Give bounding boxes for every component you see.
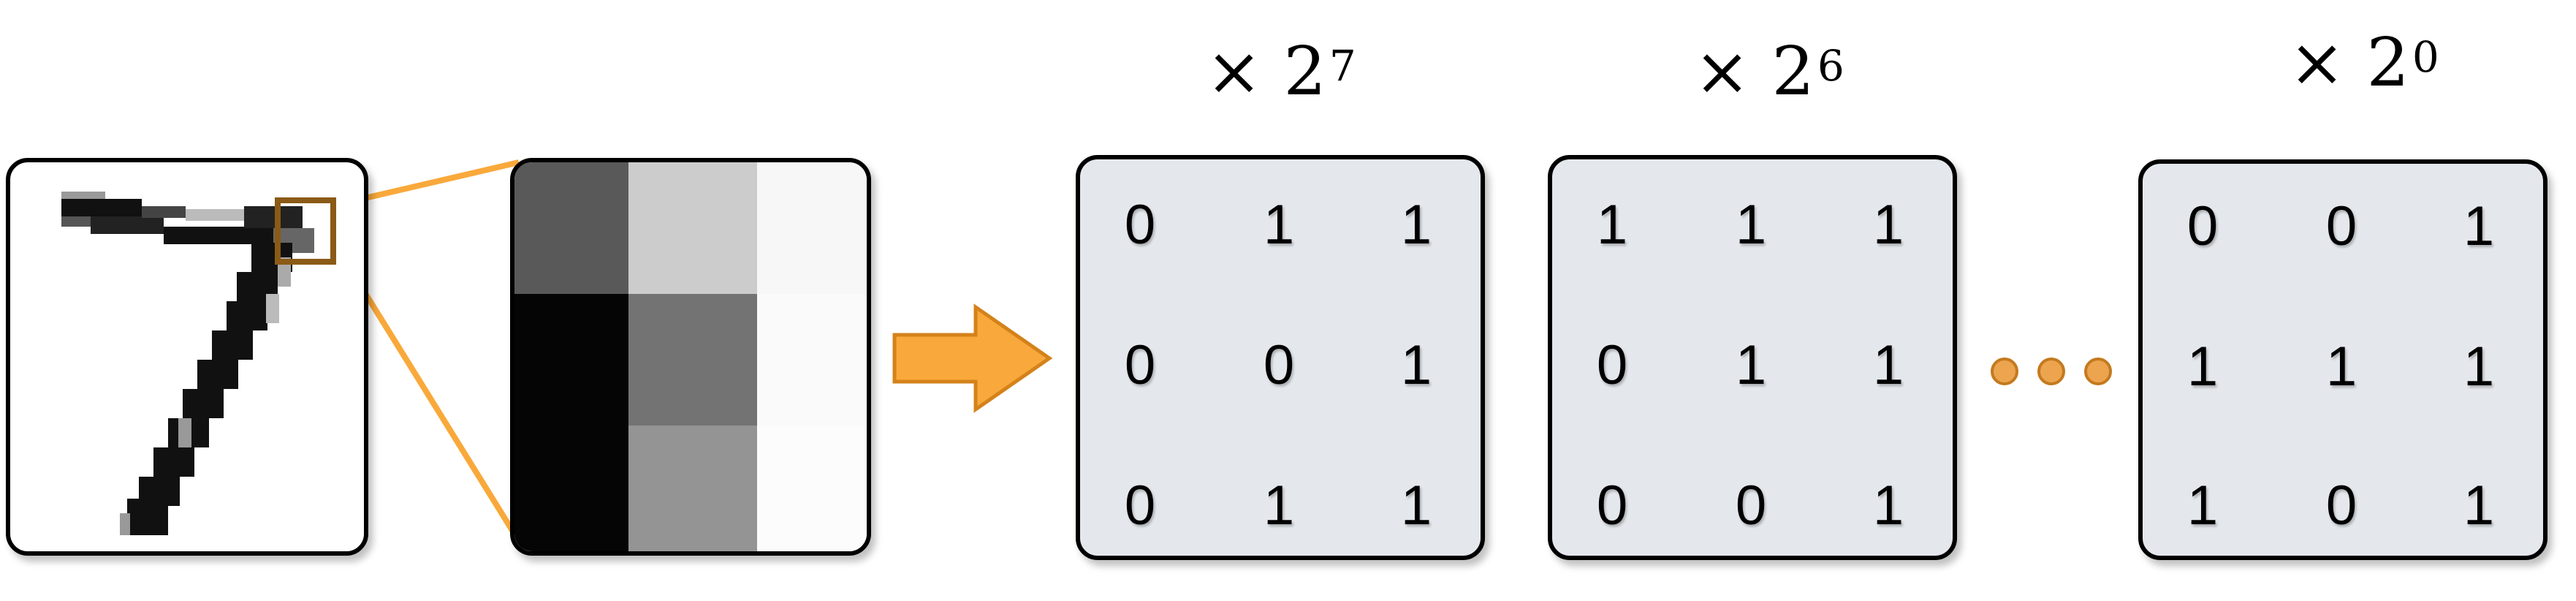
zoomed-pixel: [757, 294, 867, 426]
zoomed-pixel: [628, 294, 757, 426]
bitplane-panel: 0 1 1 0 0 1 0 1 1: [1076, 155, 1485, 560]
bit-cell: 0: [1124, 334, 1156, 396]
bit-cell: 1: [2186, 475, 2219, 537]
bitplane-exponent: 7: [1329, 41, 1356, 91]
bit-cell: 0: [1124, 475, 1156, 537]
bitplane-multiplier: × 26: [1694, 32, 1844, 110]
ellipsis-dot: [2037, 358, 2065, 385]
bit-cell: 0: [1596, 334, 1628, 396]
bit-cell: 1: [1263, 475, 1295, 537]
zoomed-pixel: [514, 162, 628, 294]
zoomed-pixel: [514, 426, 628, 551]
bit-cell: 1: [2463, 336, 2495, 398]
right-arrow-icon: [892, 303, 1053, 413]
bitplane-panel: 1 1 1 0 1 1 0 0 1: [1548, 155, 1957, 560]
bitplane-multiplier: × 20: [2289, 23, 2439, 102]
bit-cell: 1: [1263, 194, 1295, 256]
bit-cell: 0: [2186, 195, 2219, 257]
bit-cell: 1: [2463, 195, 2495, 257]
bitplane-exponent: 0: [2412, 32, 2439, 82]
ellipsis-dot: [1991, 358, 2018, 385]
bit-cell: 1: [2463, 475, 2495, 537]
bit-cell: 0: [2325, 195, 2357, 257]
zoom-box: [275, 197, 336, 265]
mnist-digit-seven-icon: [61, 192, 314, 535]
bit-cell: 1: [1872, 475, 1904, 537]
bit-cell: 0: [1735, 475, 1767, 537]
zoomed-pixel-grid: [514, 162, 867, 551]
bit-cell: 0: [1263, 334, 1295, 396]
ellipsis-dot: [2084, 358, 2112, 385]
bit-cell: 1: [2186, 336, 2219, 398]
bitplane-panel: 0 0 1 1 1 1 1 0 1: [2138, 159, 2547, 560]
bit-cell: 0: [1596, 475, 1628, 537]
zoomed-pixel: [757, 162, 867, 294]
bit-cell: 0: [1124, 194, 1156, 256]
bit-cell: 1: [1400, 475, 1432, 537]
bit-cell: 1: [2325, 336, 2357, 398]
zoom-connector-top: [349, 159, 520, 205]
bit-cell: 1: [1735, 194, 1767, 256]
zoomed-pixel: [628, 426, 757, 551]
bitplane-exponent: 6: [1817, 41, 1844, 91]
bit-cell: 1: [1735, 334, 1767, 396]
bit-cell: 1: [1872, 194, 1904, 256]
bit-cell: 1: [1596, 194, 1628, 256]
zoomed-pixel: [514, 294, 628, 426]
bit-cell: 0: [2325, 475, 2357, 537]
bit-cell: 1: [1400, 334, 1432, 396]
bitplane-multiplier: × 27: [1206, 32, 1356, 110]
zoomed-pixel: [757, 426, 867, 551]
zoomed-patch-panel: [510, 158, 871, 556]
zoom-connector-bottom: [346, 265, 522, 543]
bit-cell: 1: [1872, 334, 1904, 396]
ellipsis-dots-icon: [1991, 358, 2112, 385]
zoomed-pixel: [628, 162, 757, 294]
bit-cell: 1: [1400, 194, 1432, 256]
source-image-panel: [6, 158, 368, 556]
